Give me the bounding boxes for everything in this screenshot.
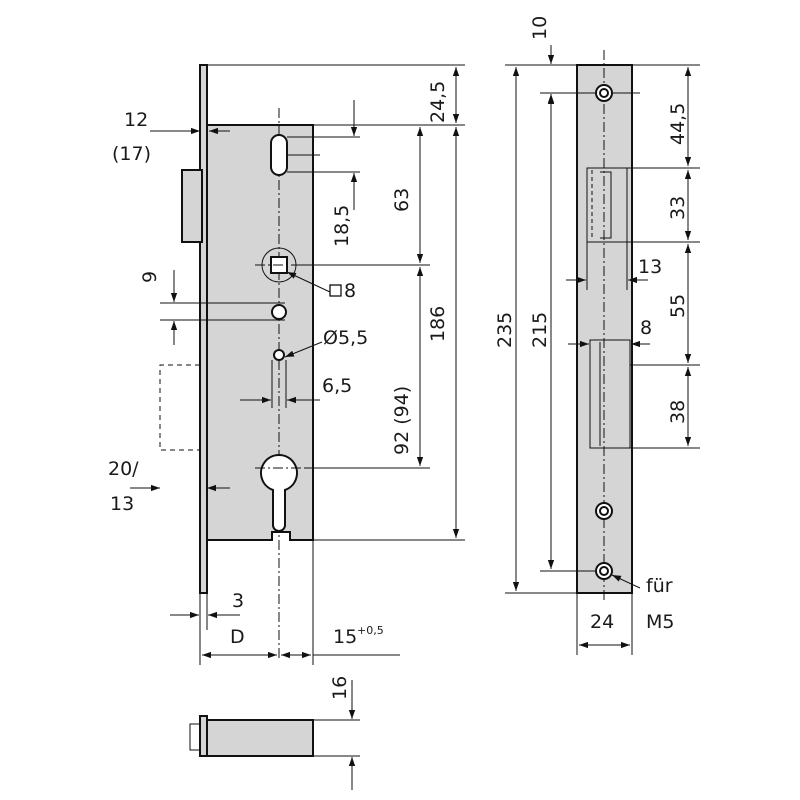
dim-9: 9 bbox=[139, 271, 161, 283]
dim-44-5: 44,5 bbox=[667, 103, 689, 145]
dim-18-5: 18,5 bbox=[331, 205, 353, 247]
dim-16: 16 bbox=[329, 676, 351, 700]
faceplate-side-view bbox=[576, 50, 633, 600]
dim-square-8: 8 bbox=[344, 280, 356, 302]
dim-38: 38 bbox=[667, 400, 689, 424]
dim-20: 20/ bbox=[108, 458, 139, 480]
dim-10: 10 bbox=[529, 16, 551, 40]
label-m5: M5 bbox=[646, 611, 674, 633]
dim-33: 33 bbox=[667, 196, 689, 220]
dim-24: 24 bbox=[590, 611, 614, 633]
lock-case bbox=[206, 124, 314, 541]
dim-15: 15 bbox=[333, 626, 357, 648]
dim-12: 12 bbox=[124, 109, 148, 131]
dead-bolt-outline bbox=[159, 364, 200, 451]
dim-17: (17) bbox=[112, 143, 151, 165]
dim-13: 13 bbox=[638, 256, 662, 278]
bolt-opening bbox=[589, 339, 631, 449]
lock-body-front-view bbox=[159, 64, 465, 660]
dim-d: D bbox=[230, 626, 245, 648]
lock-top-view bbox=[189, 680, 360, 790]
latch-opening bbox=[586, 167, 628, 243]
top-view-case bbox=[206, 719, 314, 757]
hole-upper bbox=[271, 304, 287, 320]
dim-24-5: 24,5 bbox=[427, 81, 449, 123]
cylinder-cutout bbox=[260, 454, 298, 532]
label-fuer: für bbox=[646, 575, 673, 597]
dim-186: 186 bbox=[427, 306, 449, 342]
dim-215: 215 bbox=[529, 312, 551, 348]
top-view-bolt bbox=[189, 723, 200, 751]
hole-lower bbox=[273, 349, 285, 361]
dim-55: 55 bbox=[667, 294, 689, 318]
dim-8: 8 bbox=[640, 317, 652, 339]
right-dimensions bbox=[505, 45, 700, 655]
dim-6-5: 6,5 bbox=[322, 375, 352, 397]
faceplate-front bbox=[199, 64, 208, 594]
left-dimensions bbox=[130, 67, 465, 665]
latch-bolt bbox=[181, 169, 203, 243]
dim-13-lower: 13 bbox=[110, 493, 134, 515]
dim-235: 235 bbox=[494, 312, 516, 348]
dim-15-tolerance: +0,5 bbox=[357, 624, 384, 637]
slot-hole bbox=[270, 134, 288, 176]
dim-63: 63 bbox=[391, 188, 413, 212]
top-view-faceplate bbox=[199, 715, 208, 757]
dim-92-94: 92 (94) bbox=[391, 386, 413, 455]
dim-3: 3 bbox=[232, 590, 244, 612]
square-symbol bbox=[329, 284, 342, 297]
dim-dia-5-5: Ø5,5 bbox=[323, 327, 368, 349]
